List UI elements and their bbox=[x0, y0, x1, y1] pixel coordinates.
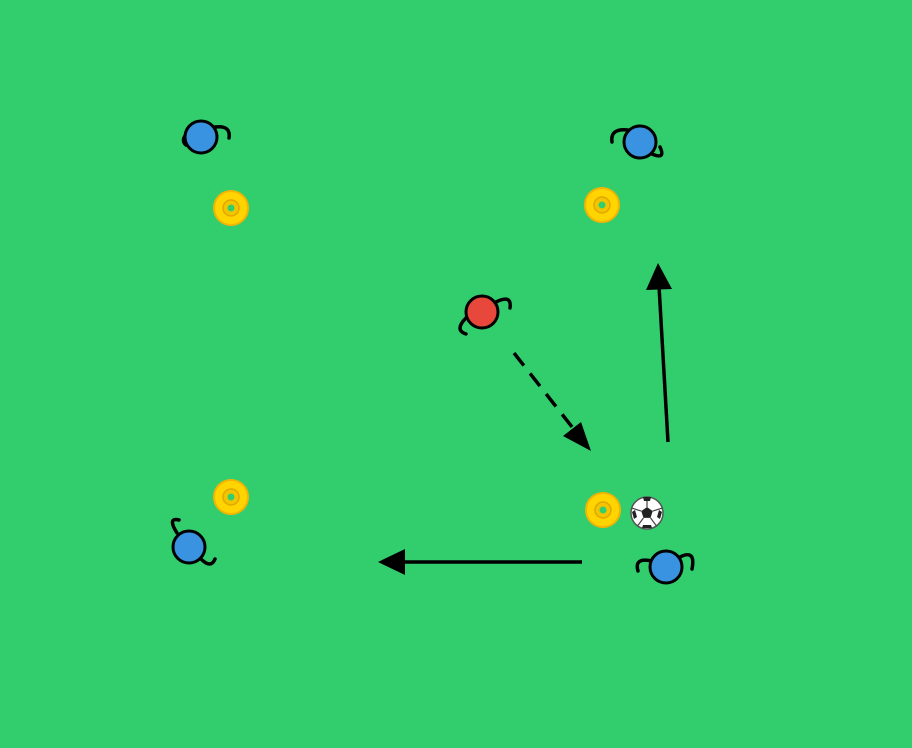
player-red-center bbox=[458, 294, 512, 336]
cone-top-left bbox=[213, 190, 249, 226]
arrow-press-run bbox=[512, 351, 591, 451]
arrow-pass-left bbox=[378, 549, 582, 575]
player-blue-bottom-right bbox=[635, 549, 695, 585]
arrow-run-up bbox=[646, 263, 672, 443]
cone-bottom-left bbox=[213, 479, 249, 515]
player-blue-top-right bbox=[610, 124, 664, 160]
cone-bottom-right bbox=[585, 492, 621, 528]
cone-top-right bbox=[584, 187, 620, 223]
soccer-ball-icon bbox=[630, 496, 664, 530]
player-blue-bottom-left bbox=[170, 517, 217, 566]
player-blue-top-left bbox=[181, 119, 231, 155]
